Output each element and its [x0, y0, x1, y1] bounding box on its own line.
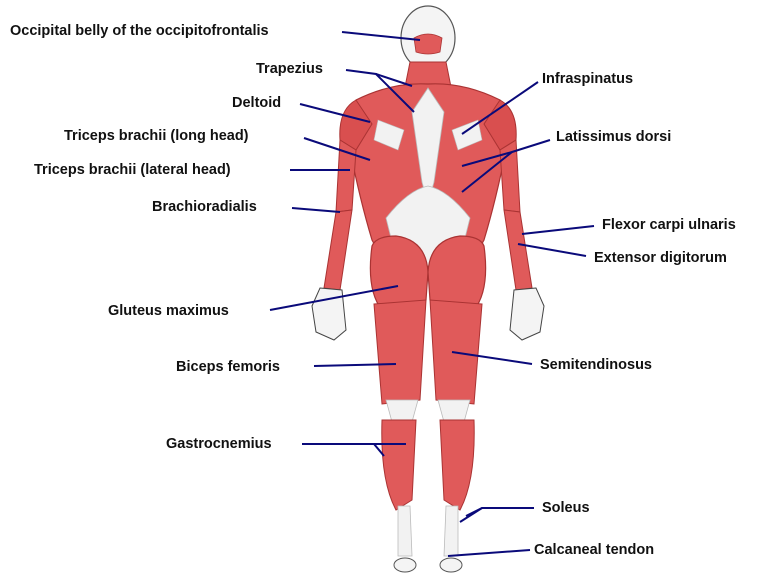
label-gluteus: Gluteus maximus — [108, 302, 229, 320]
occipital-muscle — [414, 34, 442, 54]
leader-soleus-2 — [466, 508, 482, 516]
leader-calcaneal — [448, 550, 530, 556]
label-flexor-carpi: Flexor carpi ulnaris — [602, 216, 736, 234]
forearm-right — [504, 210, 532, 290]
thigh-left — [374, 300, 426, 404]
forearm-left — [324, 210, 352, 290]
label-triceps-long: Triceps brachii (long head) — [64, 127, 249, 145]
label-extensor-dig: Extensor digitorum — [594, 249, 727, 267]
leader-flexor-carpi — [522, 226, 594, 234]
label-gastrocnemius: Gastrocnemius — [166, 435, 272, 453]
achilles-left — [398, 506, 412, 556]
knee-right — [438, 400, 470, 422]
leader-brachioradialis — [292, 208, 340, 212]
label-trapezius: Trapezius — [256, 60, 323, 78]
label-infraspinatus: Infraspinatus — [542, 70, 633, 88]
label-soleus: Soleus — [542, 499, 590, 517]
upper-arm-left — [336, 140, 356, 212]
calf-left — [382, 420, 416, 510]
label-latissimus: Latissimus dorsi — [556, 128, 671, 146]
label-brachioradialis: Brachioradialis — [152, 198, 257, 216]
label-calcaneal: Calcaneal tendon — [534, 541, 654, 559]
label-deltoid: Deltoid — [232, 94, 281, 112]
calf-right — [440, 420, 474, 510]
label-triceps-lateral: Triceps brachii (lateral head) — [34, 161, 231, 179]
heel-right — [440, 558, 462, 572]
body-figure — [312, 6, 544, 572]
label-biceps-femoris: Biceps femoris — [176, 358, 280, 376]
knee-left — [386, 400, 418, 422]
achilles-right — [444, 506, 458, 556]
label-semitendinosus: Semitendinosus — [540, 356, 652, 374]
label-occipital: Occipital belly of the occipitofrontalis — [10, 22, 269, 40]
hand-right — [510, 288, 544, 340]
leader-soleus — [460, 508, 534, 522]
leader-extensor-dig — [518, 244, 586, 256]
heel-left — [394, 558, 416, 572]
